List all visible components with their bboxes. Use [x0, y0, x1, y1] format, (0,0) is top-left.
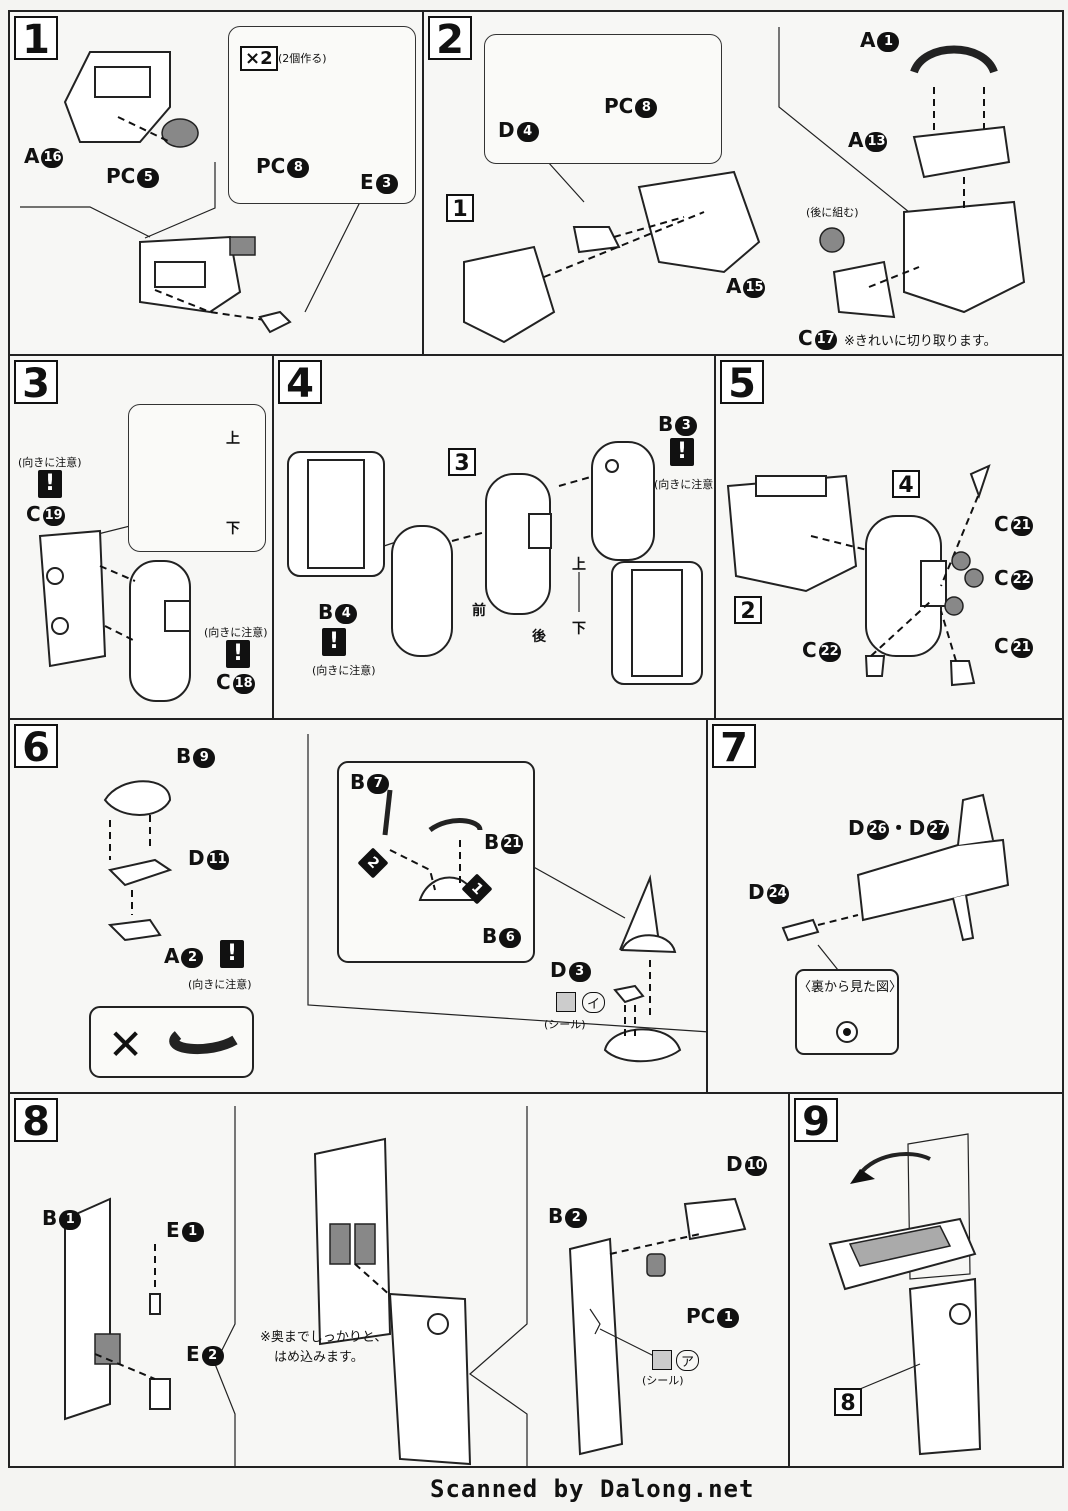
detail-bubble [484, 34, 722, 164]
direction-down: 下 [572, 621, 586, 637]
sticker-code: ア [676, 1350, 700, 1371]
assemble-later-note: (後に組む) [806, 206, 859, 219]
step-number: 4 [278, 360, 322, 406]
back-view-caption: 〈裏から見た図〉 [798, 980, 903, 995]
step-number: 3 [14, 360, 58, 406]
scanner-credit: Scanned by Dalong.net [430, 1475, 755, 1503]
warning-icon: ! [322, 628, 346, 656]
sticker-note: (シール) [642, 1374, 684, 1387]
direction-front: 前 [472, 603, 486, 619]
orientation-note: (向きに注意) [204, 626, 268, 639]
step-9-panel: 9 8 [788, 1092, 1064, 1468]
detail-bubble [128, 404, 266, 552]
step-8-illustration [64, 1106, 747, 1466]
step-reference-3: 3 [448, 448, 476, 476]
warning-icon: ! [38, 470, 62, 498]
sticker-note: (シール) [544, 1018, 586, 1031]
orientation-note: (向きに注意) [654, 478, 716, 491]
step-reference-1: 1 [446, 194, 474, 222]
step-5-illustration [726, 464, 991, 687]
step-number: 5 [720, 360, 764, 406]
warning-icon: ! [670, 438, 694, 466]
orientation-note: (向きに注意) [18, 456, 82, 469]
sticker-icon [556, 992, 576, 1012]
multiplier-note: (2個作る) [278, 52, 327, 65]
warning-icon: ! [226, 640, 250, 668]
direction-down: 下 [226, 521, 240, 537]
fit-note-line-1: ※奥までしっかりと、 [260, 1330, 388, 1345]
step-number: 1 [14, 16, 58, 62]
step-number: 7 [712, 724, 756, 770]
sticker-icon [652, 1350, 672, 1370]
step-1-illustration [20, 51, 377, 334]
direction-back: 後 [532, 629, 546, 645]
orientation-note: (向きに注意) [188, 978, 252, 991]
step-number: 8 [14, 1098, 58, 1144]
step-9-illustration [828, 1133, 982, 1456]
direction-up: 上 [226, 431, 240, 447]
step-4-illustration [287, 441, 703, 685]
wrong-mark-icon: ✕ [108, 1020, 144, 1069]
step-number: 2 [428, 16, 472, 62]
step-reference-2: 2 [734, 596, 762, 624]
step-7-illustration [781, 793, 1010, 1055]
step-number: 6 [14, 724, 58, 770]
orientation-note: (向きに注意) [312, 664, 376, 677]
fit-note-line-2: はめ込みます。 [274, 1350, 364, 1365]
warning-icon: ! [220, 940, 244, 968]
direction-up: 上 [572, 557, 586, 573]
step-number: 9 [794, 1098, 838, 1144]
step-reference-4: 4 [892, 470, 920, 498]
sticker-code: イ [582, 992, 606, 1013]
multiplier-badge: ×2 [240, 46, 278, 71]
step-reference-8: 8 [834, 1388, 862, 1416]
cut-cleanly-note: ※きれいに切り取ります。 [844, 334, 997, 349]
step-6-illustration [89, 734, 706, 1078]
